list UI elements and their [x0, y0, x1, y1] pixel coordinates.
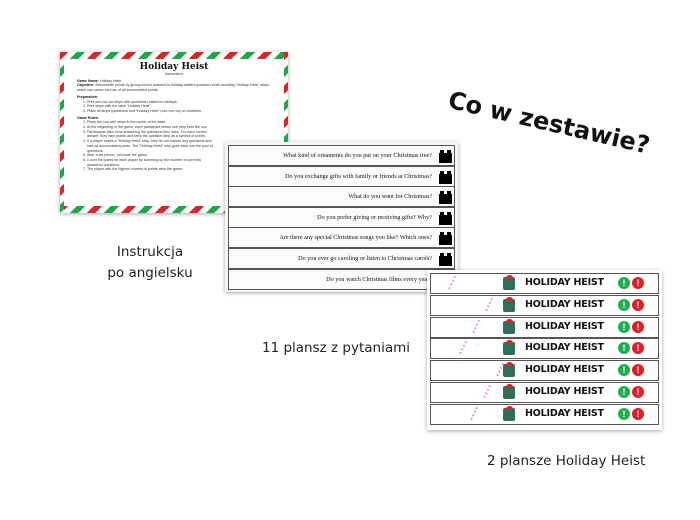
green-exclamation-icon: !: [618, 342, 630, 355]
heist-sheet: HOLIDAY HEIST!!HOLIDAY HEIST!!HOLIDAY HE…: [427, 270, 662, 430]
question-text: Do you watch Christmas films every year?: [326, 275, 432, 283]
game-name-line: Game Name: Holiday Heist: [77, 79, 271, 84]
list-item: Place all strips (questions and "Holiday…: [87, 109, 271, 114]
list-item: Count the points for each player by summ…: [87, 158, 215, 167]
border-stripe: [60, 52, 288, 59]
heist-label: HOLIDAY HEIST: [525, 342, 604, 354]
question-text: What do you want for Christmas?: [348, 193, 432, 201]
holiday-tree-logo-icon: [503, 340, 515, 356]
border-stripe: [284, 52, 288, 213]
heist-label: HOLIDAY HEIST: [525, 298, 604, 310]
red-exclamation-icon: !: [632, 407, 644, 420]
objective: Accumulate points by giving correct answ…: [77, 83, 270, 93]
red-exclamation-icon: !: [632, 298, 644, 311]
list-item: Print and cut out strips with questions …: [87, 100, 271, 105]
green-exclamation-icon: !: [618, 320, 630, 333]
preparation-label: Preparation:: [77, 94, 99, 99]
candy-cane-icon: [448, 275, 458, 291]
instructions-content: Holiday Heist Instructions Game Name: Ho…: [69, 59, 279, 206]
candy-cane-icon: [470, 406, 480, 421]
heist-label: HOLIDAY HEIST: [525, 407, 604, 419]
red-exclamation-icon: !: [632, 342, 644, 355]
border-stripe: [60, 206, 288, 213]
instructions-title: Holiday Heist: [139, 62, 209, 72]
game-name-label: Game Name:: [77, 78, 99, 83]
red-exclamation-icon: !: [632, 386, 644, 398]
question-text: What kind of ornaments do you put on you…: [283, 152, 432, 159]
holiday-tree-logo-icon: [503, 296, 515, 312]
questions-sheet: What kind of ornaments do you put on you…: [225, 142, 458, 292]
gift-icon: [439, 170, 452, 184]
list-item: After a set period, conclude the game.: [87, 153, 215, 158]
gift-icon: [439, 232, 452, 246]
candy-cane-icon: [485, 297, 495, 312]
candy-cane-icon: [472, 319, 482, 334]
heist-strip: HOLIDAY HEIST!!: [430, 403, 659, 425]
green-exclamation-icon: !: [618, 298, 630, 311]
red-exclamation-icon: !: [632, 277, 644, 289]
instructions-subtitle: Instructions: [164, 72, 184, 76]
objective-label: Objective:: [77, 83, 95, 88]
question-strip: What do you want for Christmas?: [228, 186, 455, 208]
preparation-heading: Preparation:: [77, 95, 271, 100]
holiday-tree-logo-icon: [503, 384, 515, 399]
preparation-list: Print and cut out strips with questions …: [77, 100, 271, 114]
headline: Co w zestawie?: [445, 86, 653, 160]
heist-label: HOLIDAY HEIST: [525, 320, 604, 332]
heist-strip: HOLIDAY HEIST!!: [430, 382, 659, 403]
candy-cane-icon: [459, 341, 469, 356]
instructions-sheet: Holiday Heist Instructions Game Name: Ho…: [60, 52, 288, 213]
rules-label: Game Rules:: [77, 115, 99, 120]
list-item: Place the cup with strips in the center …: [87, 120, 215, 125]
holiday-tree-logo-icon: [503, 275, 515, 290]
green-exclamation-icon: !: [618, 277, 630, 289]
list-item: The player with the highest number of po…: [87, 167, 215, 172]
red-exclamation-icon: !: [632, 364, 644, 377]
question-strip: Do you prefer giving or receiving gifts?…: [228, 206, 455, 228]
rules-list: Place the cup with strips in the center …: [77, 120, 215, 172]
red-exclamation-icon: !: [632, 320, 644, 333]
border-stripe: [60, 52, 64, 213]
holiday-tree-logo-icon: [503, 405, 515, 421]
heist-strip: HOLIDAY HEIST!!: [430, 316, 659, 338]
list-item: If a player draws a "Holiday Heist" stri…: [87, 139, 215, 153]
rules-heading: Game Rules:: [77, 116, 271, 121]
question-text: Do you ever go caroling or listen to Chr…: [298, 255, 432, 262]
caption-heist: 2 plansze Holiday Heist: [487, 453, 646, 469]
heist-strip: HOLIDAY HEIST!!: [430, 338, 659, 360]
gift-icon: [439, 211, 452, 225]
heist-label: HOLIDAY HEIST: [525, 277, 604, 288]
heist-label: HOLIDAY HEIST: [525, 386, 604, 397]
green-exclamation-icon: !: [618, 407, 630, 420]
green-exclamation-icon: !: [618, 364, 630, 377]
question-text: Do you exchange gifts with family or fri…: [285, 172, 432, 180]
heist-strip: HOLIDAY HEIST!!: [430, 360, 659, 382]
question-text: Are there any special Christmas songs yo…: [279, 234, 432, 242]
objective-line: Objective: Accumulate points by giving c…: [77, 83, 271, 92]
question-strip: Do you ever go caroling or listen to Chr…: [228, 248, 455, 269]
question-strip: What kind of ornaments do you put on you…: [228, 145, 455, 166]
gift-icon: [439, 191, 452, 205]
question-strip: Do you watch Christmas films every year?: [228, 268, 455, 290]
list-item: At the beginning of the game, each parti…: [87, 125, 215, 130]
gift-icon: [439, 253, 452, 266]
question-strip: Are there any special Christmas songs yo…: [228, 227, 455, 249]
heist-label: HOLIDAY HEIST: [525, 364, 604, 376]
game-name: Holiday Heist: [99, 78, 122, 83]
question-strip: Do you exchange gifts with family or fri…: [228, 165, 455, 187]
candy-cane-icon: [483, 384, 493, 400]
heist-strip: HOLIDAY HEIST!!: [430, 273, 659, 294]
holiday-tree-logo-icon: [503, 362, 515, 378]
list-item: Participants take turns answering the qu…: [87, 130, 215, 139]
holiday-tree-logo-icon: [503, 318, 515, 334]
heist-strip: HOLIDAY HEIST!!: [430, 294, 659, 316]
caption-questions: 11 plansz z pytaniami: [262, 340, 411, 356]
gift-icon: [439, 150, 452, 163]
green-exclamation-icon: !: [618, 386, 630, 398]
caption-instructions: Instrukcja po angielsku: [107, 244, 193, 281]
question-text: Do you prefer giving or receiving gifts?…: [317, 213, 432, 221]
list-item: Print strips with the label "Holiday Hei…: [87, 104, 271, 109]
